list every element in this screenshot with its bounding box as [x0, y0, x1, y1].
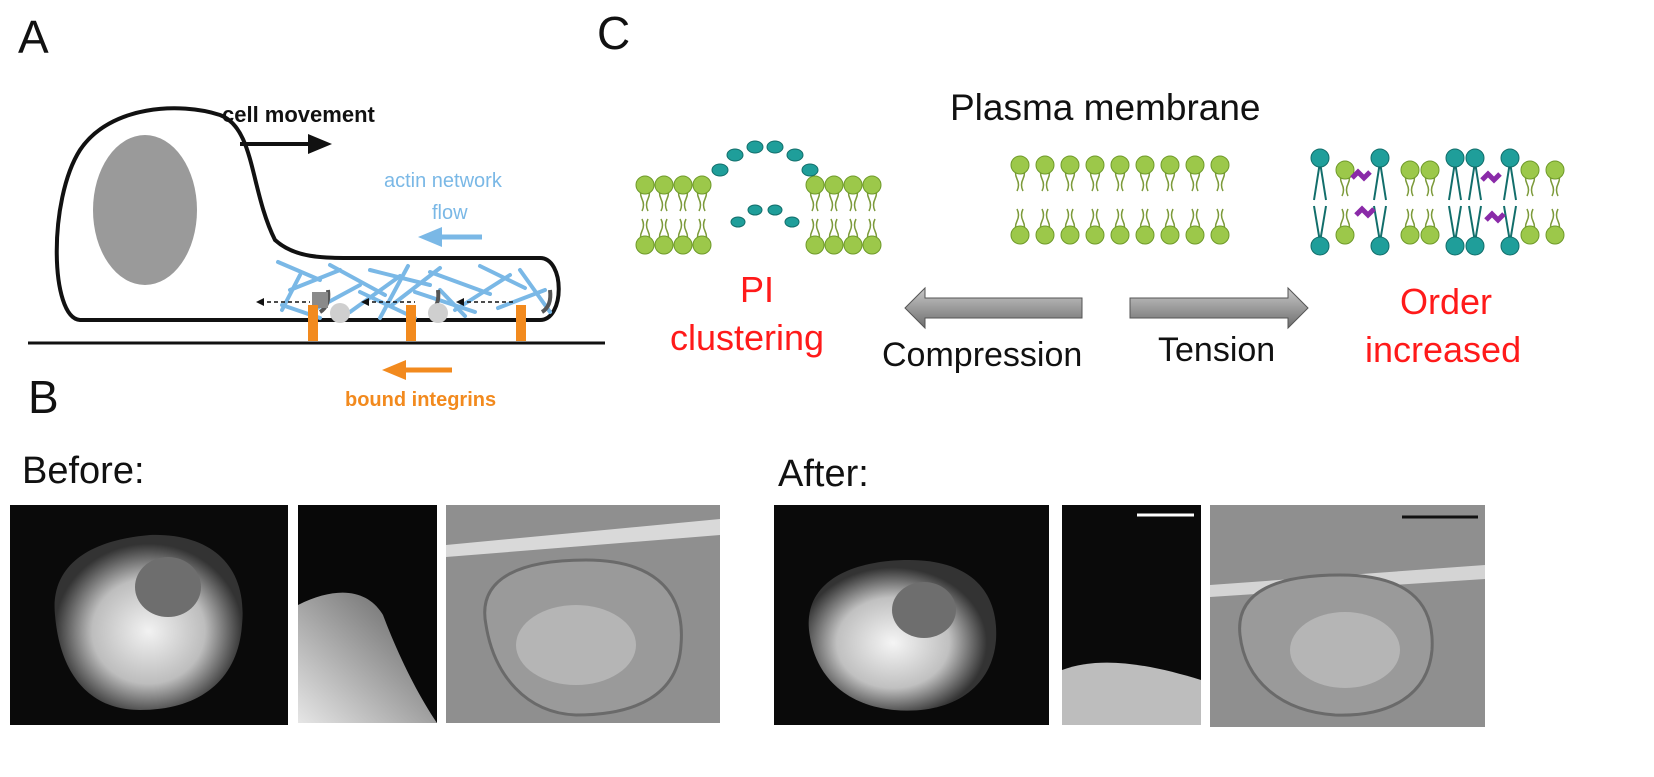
tension-label: Tension [1158, 331, 1275, 369]
compression-label: Compression [882, 336, 1082, 374]
cell-outline [54, 106, 561, 322]
compression-arrow [904, 286, 1083, 330]
panel-b-letter: B [28, 371, 59, 423]
tension-arrow [1129, 286, 1309, 330]
adhesion-circle-1 [330, 303, 350, 323]
before-zoom-image [298, 505, 437, 723]
order-label-2: increased [1365, 329, 1521, 370]
curved-bilayer [635, 140, 882, 255]
adhesion-circle-2 [428, 303, 448, 323]
cell-movement-label: cell movement [222, 102, 376, 127]
before-label: Before: [22, 450, 145, 492]
pi-label-2: clustering [670, 317, 824, 358]
after-fluorescence-image [774, 505, 1049, 725]
integrins [308, 305, 526, 341]
nucleus [93, 135, 197, 285]
actin-flow-label-1: actin network [384, 170, 503, 192]
adhesion-square [312, 292, 328, 308]
plasma-membrane-title: Plasma membrane [950, 87, 1261, 128]
ordered-bilayer [1310, 148, 1565, 256]
actin-flow-label-2: flow [432, 202, 468, 224]
before-fluorescence-image [10, 505, 288, 725]
flat-bilayer [1010, 155, 1230, 245]
after-phase-image [1210, 505, 1485, 727]
actin-network [276, 260, 552, 320]
after-label: After: [778, 453, 869, 495]
pi-label-1: PI [740, 269, 774, 310]
after-zoom-image [1062, 505, 1201, 725]
bound-integrins-label: bound integrins [345, 389, 496, 411]
panel-c-letter: C [597, 7, 631, 59]
membrane-diagram: Plasma membrane PI clustering Compressio… [635, 87, 1565, 374]
panel-a-letter: A [18, 11, 49, 63]
before-phase-image [446, 505, 720, 723]
order-label-1: Order [1400, 281, 1492, 322]
cell-migration-diagram: cell movement actin network flow bound i… [28, 102, 605, 411]
